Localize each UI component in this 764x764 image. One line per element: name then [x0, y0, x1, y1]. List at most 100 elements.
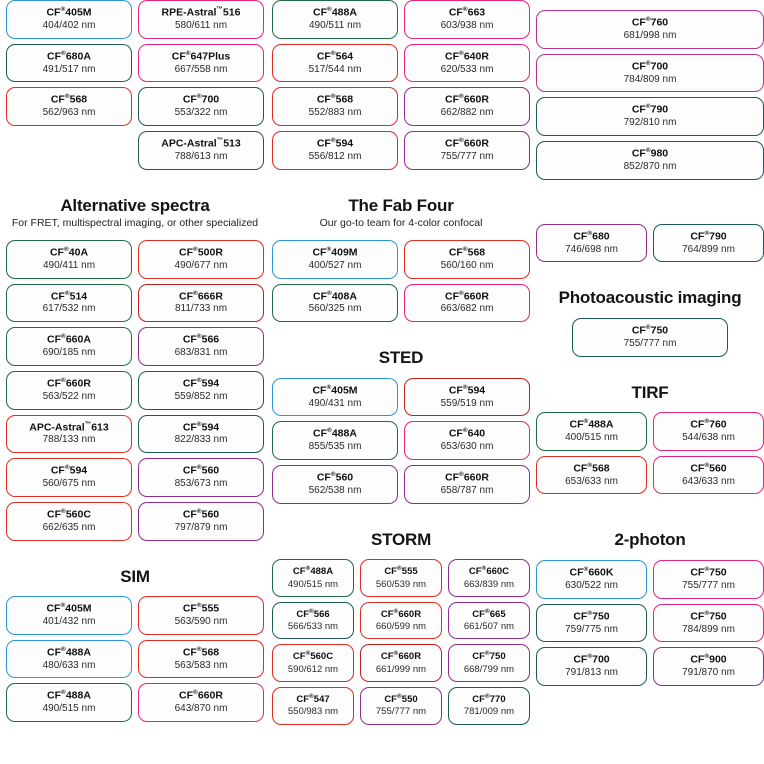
- dye-card-wavelengths: 590/612 nm: [287, 663, 339, 675]
- dye-card-wavelengths: 667/558 nm: [174, 63, 228, 75]
- dye-card-name: APC-Astral™613: [29, 420, 109, 434]
- trademark-mark: ®: [481, 565, 487, 573]
- dye-card-wavelengths: 755/777 nm: [440, 150, 494, 162]
- trademark-mark: ®: [396, 692, 402, 700]
- trademark-mark: ®: [462, 427, 468, 435]
- dye-card-wavelengths: 663/682 nm: [440, 303, 494, 315]
- trademark-mark: ®: [462, 245, 468, 253]
- dye-card-wavelengths: 764/899 nm: [682, 243, 735, 255]
- dye-card-name: CF®405M: [46, 6, 92, 19]
- trademark-mark: ®: [583, 418, 589, 426]
- trademark-mark: ®: [60, 6, 66, 13]
- trademark-mark: ®: [704, 418, 710, 426]
- dye-card-name: CF®560C: [47, 507, 91, 521]
- trademark-mark: ®: [196, 464, 202, 472]
- dye-card-wavelengths: 662/635 nm: [42, 521, 96, 533]
- spacer: [6, 541, 264, 567]
- trademark-mark: ®: [305, 650, 311, 658]
- trademark-mark: ®: [196, 645, 202, 653]
- spacer: [272, 504, 530, 530]
- dye-card-wavelengths: 630/522 nm: [565, 579, 618, 591]
- spacer: [536, 0, 764, 10]
